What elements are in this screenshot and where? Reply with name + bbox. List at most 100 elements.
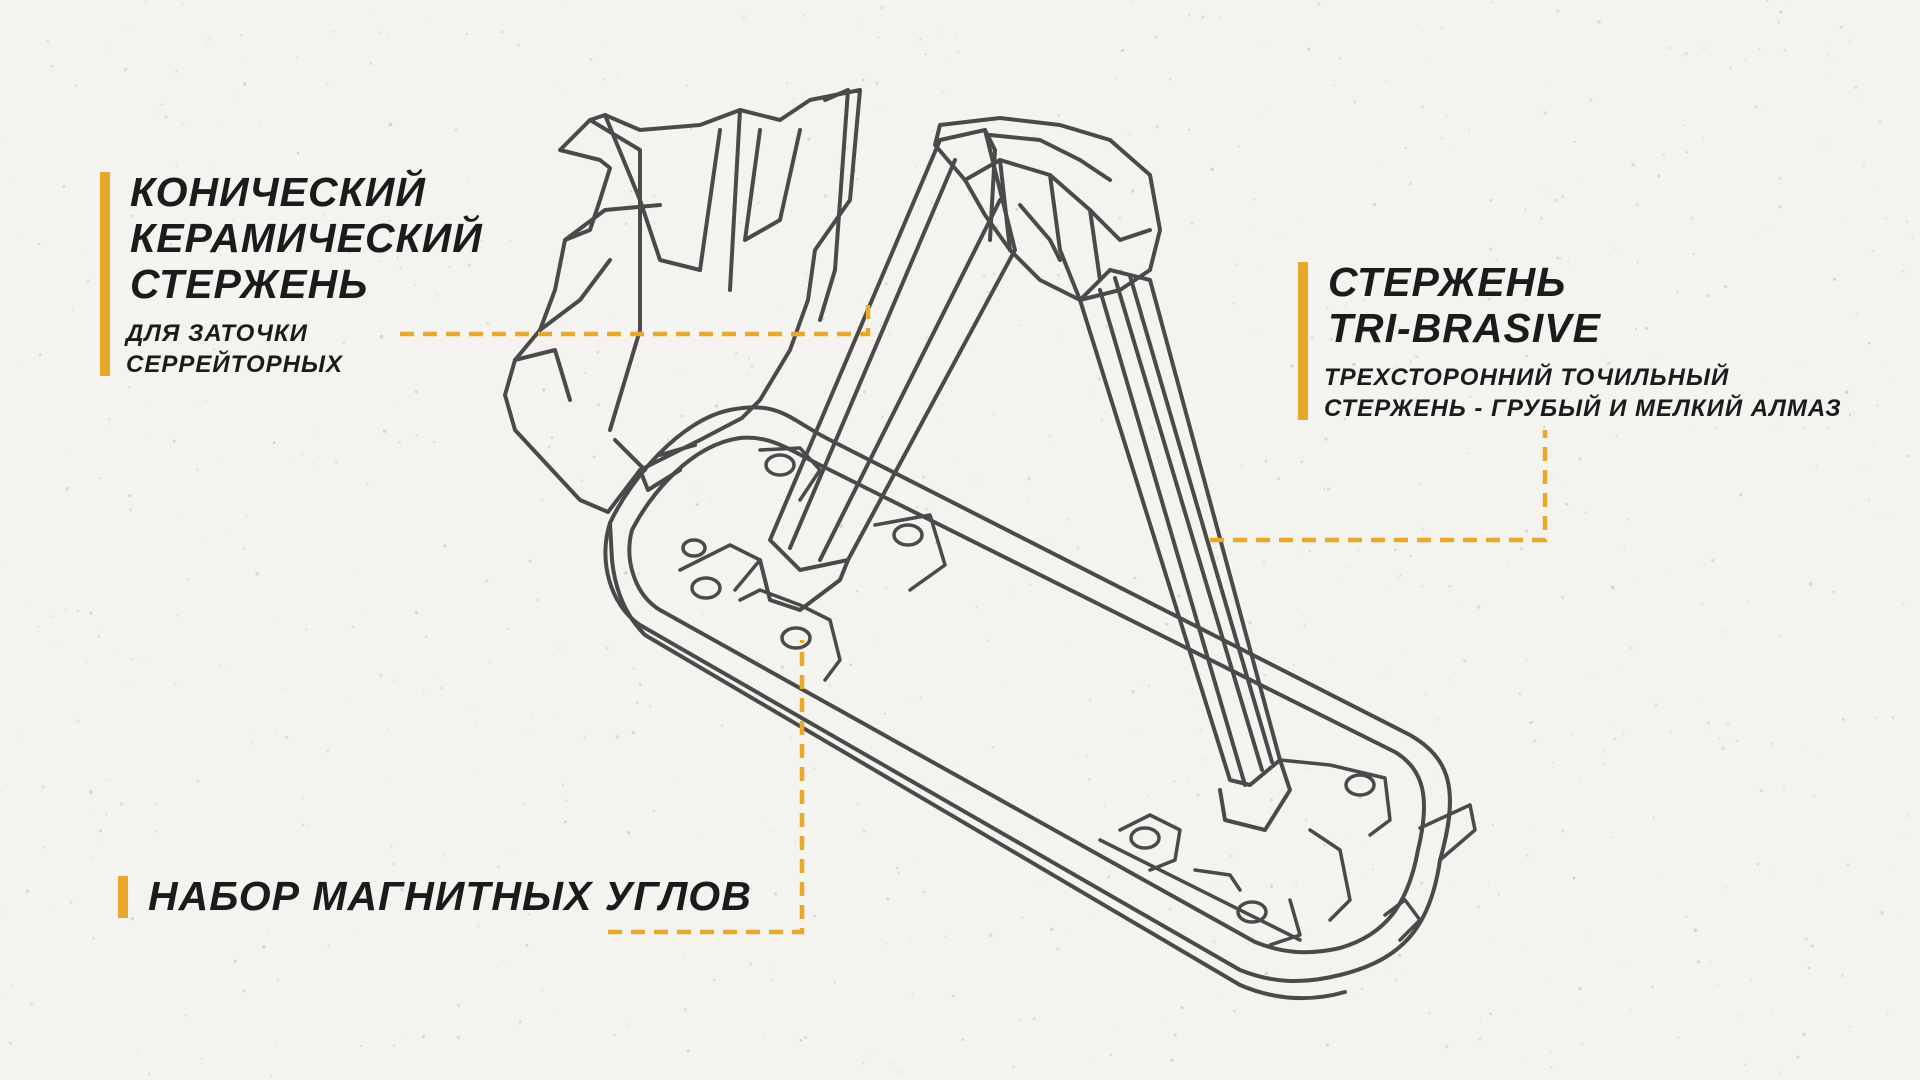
paper-speck: [123, 67, 128, 71]
paper-speck: [690, 127, 693, 130]
paper-speck: [1649, 367, 1654, 371]
paper-speck: [1415, 355, 1418, 359]
paper-speck: [708, 339, 711, 342]
paper-speck: [1262, 560, 1266, 564]
paper-speck: [1343, 417, 1346, 421]
paper-speck: [1372, 868, 1375, 871]
paper-speck: [969, 343, 971, 346]
paper-speck: [522, 803, 525, 806]
paper-speck: [925, 507, 929, 511]
paper-speck: [530, 716, 533, 719]
paper-speck: [127, 685, 130, 688]
callout-magnetic-angles-title: Набор магнитных углов: [148, 873, 752, 920]
paper-speck: [1897, 916, 1899, 918]
paper-speck: [1421, 30, 1424, 32]
paper-speck: [1308, 549, 1311, 553]
paper-speck: [1541, 512, 1544, 514]
paper-speck: [518, 1020, 522, 1024]
paper-speck: [1696, 960, 1701, 964]
paper-speck: [804, 272, 808, 276]
paper-speck: [296, 152, 300, 155]
subtitle-line: Трехсторонний точильный: [1324, 363, 1730, 391]
paper-speck: [1770, 1012, 1773, 1015]
paper-speck: [1300, 460, 1304, 464]
paper-speck: [583, 371, 587, 375]
paper-speck: [1901, 269, 1905, 273]
paper-speck: [1196, 793, 1200, 797]
paper-speck: [1056, 947, 1060, 951]
paper-speck: [503, 960, 505, 963]
paper-speck: [91, 857, 94, 860]
paper-speck: [565, 93, 567, 95]
paper-speck: [169, 243, 173, 246]
paper-speck: [1191, 689, 1193, 691]
paper-speck: [948, 488, 950, 490]
paper-speck: [164, 115, 168, 119]
paper-speck: [919, 696, 922, 699]
paper-speck: [832, 154, 834, 156]
paper-speck: [208, 167, 211, 169]
paper-speck: [1655, 356, 1657, 358]
paper-speck: [306, 824, 310, 828]
paper-speck: [1010, 590, 1013, 593]
paper-speck: [846, 146, 849, 149]
paper-speck: [1421, 105, 1424, 109]
paper-speck: [861, 78, 865, 82]
paper-speck: [1420, 585, 1424, 588]
paper-speck: [1172, 779, 1176, 783]
paper-speck: [859, 23, 862, 25]
paper-speck: [1104, 805, 1106, 807]
paper-speck: [476, 924, 480, 928]
paper-speck: [1852, 411, 1856, 415]
paper-speck: [1571, 733, 1574, 736]
paper-speck: [1215, 884, 1217, 886]
paper-speck: [277, 617, 279, 619]
paper-speck: [414, 390, 418, 394]
paper-speck: [1862, 96, 1864, 98]
paper-speck: [1417, 481, 1421, 485]
paper-speck: [1406, 970, 1408, 972]
paper-speck: [64, 608, 68, 611]
paper-speck: [1084, 753, 1089, 757]
paper-speck: [448, 265, 451, 268]
paper-speck: [563, 820, 567, 824]
paper-speck: [623, 571, 628, 575]
paper-speck: [20, 361, 23, 363]
paper-speck: [951, 994, 955, 998]
paper-speck: [240, 34, 243, 37]
paper-speck: [653, 221, 656, 225]
paper-speck: [1508, 561, 1510, 564]
paper-speck: [1190, 222, 1194, 225]
paper-speck: [334, 460, 338, 464]
paper-speck: [638, 683, 642, 687]
paper-speck: [1777, 20, 1781, 24]
callout-tri-brasive-rod: Стержень TRI-BRASIVE Трехсторонний точил…: [1298, 259, 1842, 424]
paper-speck: [1771, 742, 1774, 745]
paper-speck: [780, 665, 784, 669]
paper-speck: [1706, 294, 1710, 298]
paper-speck: [1868, 498, 1870, 501]
paper-speck: [0, 790, 2, 793]
paper-speck: [456, 1035, 461, 1040]
paper-speck: [1627, 518, 1630, 521]
paper-speck: [248, 728, 250, 730]
paper-speck: [1872, 444, 1875, 447]
paper-speck: [262, 945, 266, 949]
paper-speck: [351, 625, 355, 629]
paper-speck: [475, 722, 477, 724]
paper-speck: [1862, 164, 1866, 167]
paper-speck: [1724, 630, 1727, 633]
paper-speck: [823, 194, 828, 198]
paper-speck: [182, 2, 184, 5]
paper-speck: [1631, 163, 1635, 167]
paper-speck: [1813, 794, 1816, 797]
paper-speck: [1297, 550, 1300, 553]
paper-speck: [62, 185, 66, 188]
paper-speck: [144, 0, 148, 3]
paper-speck: [442, 853, 447, 857]
paper-speck: [1168, 77, 1172, 81]
paper-speck: [1744, 58, 1747, 61]
paper-speck: [1905, 814, 1909, 818]
paper-speck: [1907, 455, 1910, 458]
paper-speck: [1089, 912, 1091, 915]
